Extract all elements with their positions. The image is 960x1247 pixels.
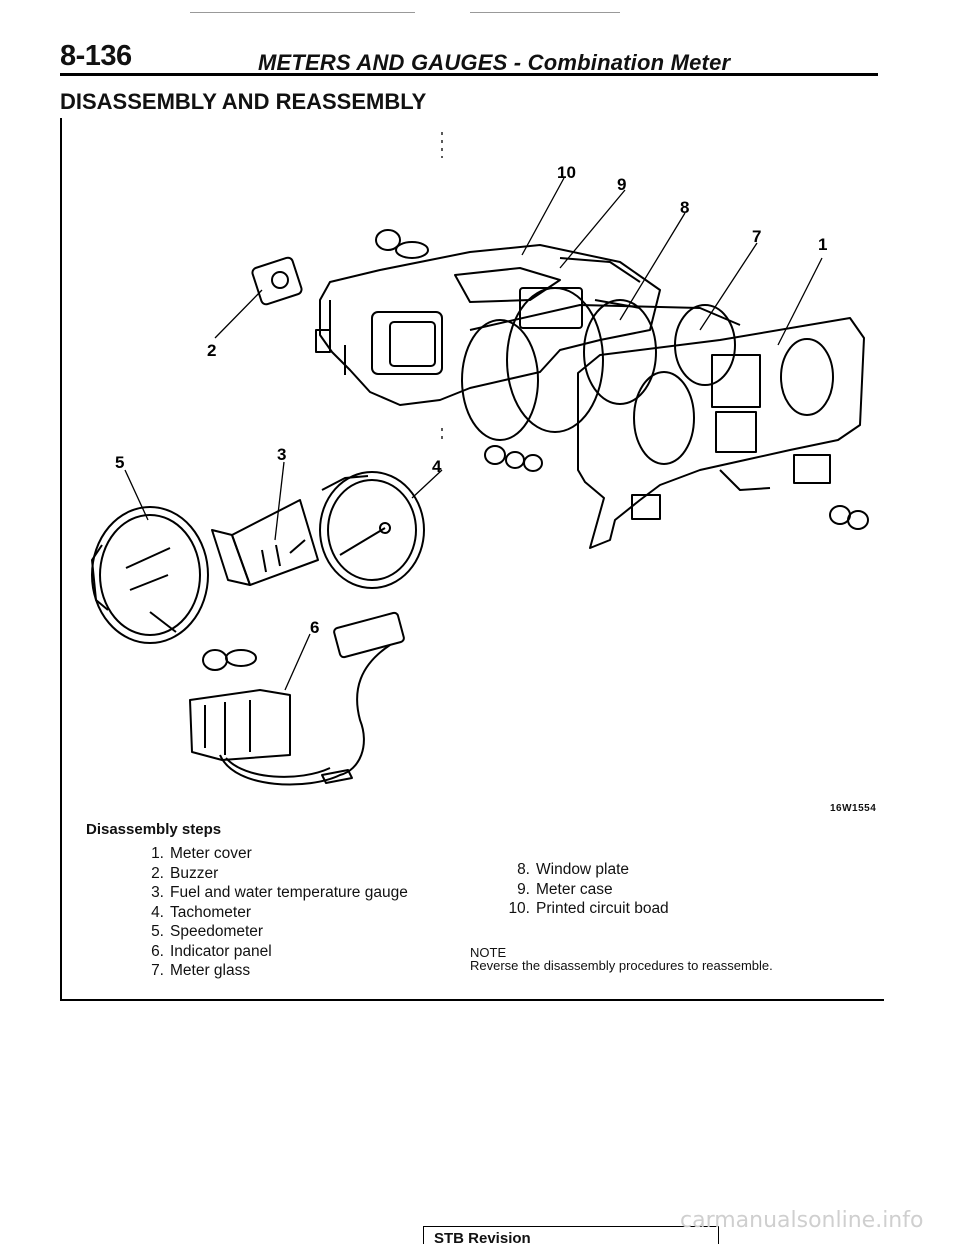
frame-bottom-border (60, 999, 884, 1001)
meter-cover-illustration (577, 317, 865, 549)
footer-label: STB Revision (434, 1230, 531, 1247)
fuel-temp-gauge-illustration (211, 499, 319, 586)
list-item: 3.Fuel and water temperature gauge (151, 884, 408, 901)
callout-8: 8 (680, 198, 689, 217)
callout-7: 7 (752, 227, 761, 246)
callout-1: 1 (818, 235, 827, 254)
figure-code: 16W1554 (830, 803, 877, 814)
indicator-panel-illustration (189, 611, 405, 786)
meter-glass-illustration (461, 287, 741, 441)
list-item: 5.Speedometer (151, 923, 264, 940)
steps-heading: Disassembly steps (86, 821, 222, 838)
header-rule (60, 73, 878, 76)
callout-6: 6 (310, 618, 319, 637)
note-label: NOTE (470, 945, 507, 960)
note-text: Reverse the disassembly procedures to re… (470, 958, 773, 973)
steps-list-left: 1.Meter cover 2.Buzzer 3.Fuel and water … (146, 844, 408, 981)
main-heading: DISASSEMBLY AND REASSEMBLY (60, 89, 427, 114)
list-item: 4.Tachometer (151, 903, 251, 921)
callout-2: 2 (207, 341, 216, 360)
list-item: 6.Indicator panel (151, 942, 272, 960)
list-item: 10.Printed circuit boad (508, 900, 669, 917)
scan-artifact (190, 12, 415, 13)
callout-9: 9 (617, 175, 626, 194)
exploded-view-diagram: 1 2 3 4 5 6 7 8 9 10 (91, 132, 869, 786)
list-item: 9.Meter case (517, 880, 613, 898)
footer-revision-box: STB Revision (423, 1226, 719, 1247)
tachometer-illustration (319, 471, 425, 589)
frame-left-border (60, 118, 62, 1001)
callout-3: 3 (277, 445, 286, 464)
callout-5: 5 (115, 453, 124, 472)
callout-4: 4 (432, 457, 442, 476)
section-title: METERS AND GAUGES - Combination Meter (258, 50, 731, 75)
steps-list-right: 8.Window plate 9.Meter case 10.Printed c… (508, 860, 669, 919)
list-item: 8.Window plate (517, 861, 630, 878)
bulb-socket-illustrations (202, 229, 869, 671)
buzzer-illustration (251, 256, 303, 306)
list-item: 1.Meter cover (151, 845, 252, 862)
list-item: 2.Buzzer (151, 864, 219, 882)
callout-10: 10 (557, 163, 576, 182)
watermark: carmanualsonline.info (680, 1208, 924, 1233)
page-number: 8-136 (60, 40, 132, 72)
speedometer-illustration (91, 506, 209, 644)
list-item: 7.Meter glass (151, 962, 251, 979)
scan-artifact (470, 12, 620, 13)
